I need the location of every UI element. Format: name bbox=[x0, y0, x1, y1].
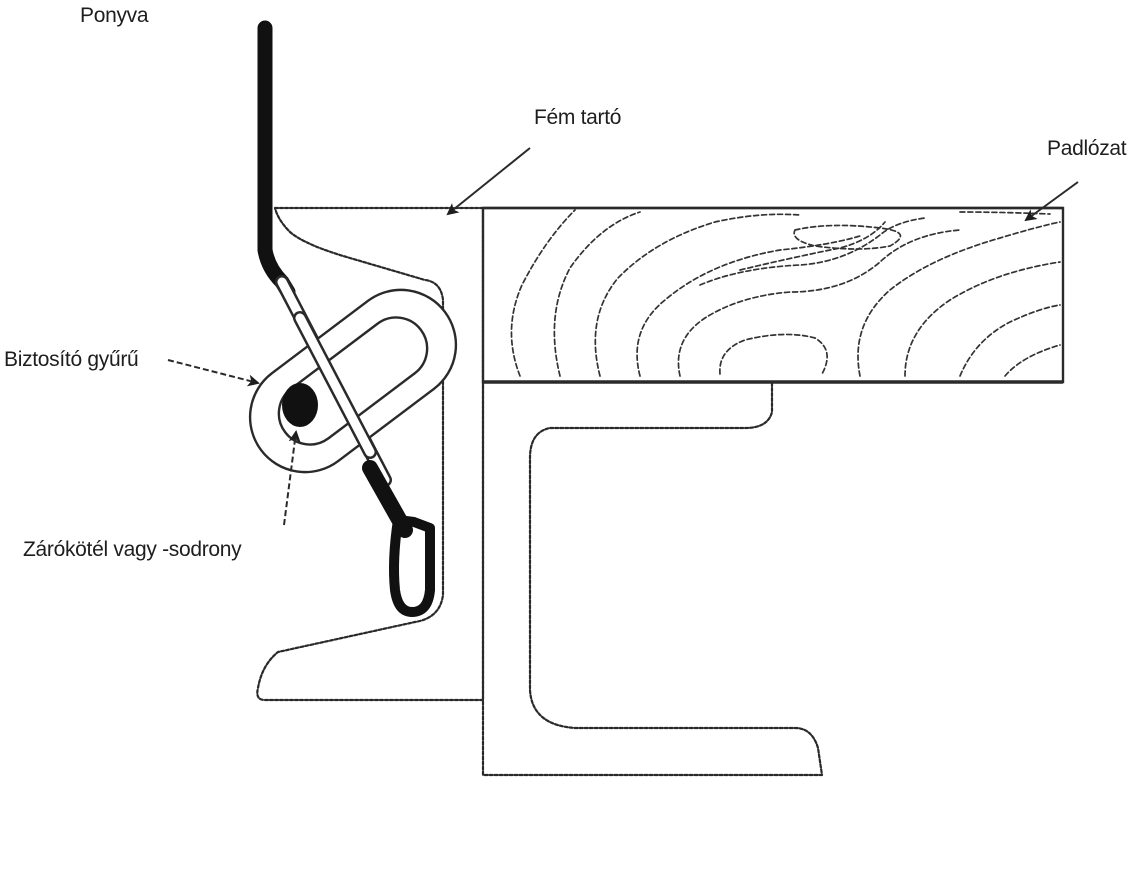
arrow-floor bbox=[1024, 181, 1079, 222]
label-locking-rope: Zárókötél vagy -sodrony bbox=[23, 538, 242, 561]
tarpaulin bbox=[257, 20, 296, 300]
label-safety-ring: Biztosító gyűrű bbox=[4, 348, 138, 371]
floor-beam bbox=[481, 380, 824, 777]
arrow-safety-ring bbox=[167, 359, 260, 387]
label-floor: Padlózat bbox=[1047, 137, 1127, 160]
wood-grain bbox=[510, 209, 1061, 377]
metal-bracket bbox=[256, 206, 485, 702]
label-metal-support: Fém tartó bbox=[534, 106, 621, 129]
locking-rope-knot bbox=[282, 383, 318, 427]
cable-end-loop bbox=[389, 515, 435, 617]
label-tarpaulin: Ponyva bbox=[80, 4, 149, 27]
arrow-locking-rope bbox=[283, 430, 301, 526]
arrow-metal-support bbox=[446, 147, 531, 216]
floor-plank bbox=[481, 206, 1065, 384]
safety-ring bbox=[248, 288, 458, 474]
